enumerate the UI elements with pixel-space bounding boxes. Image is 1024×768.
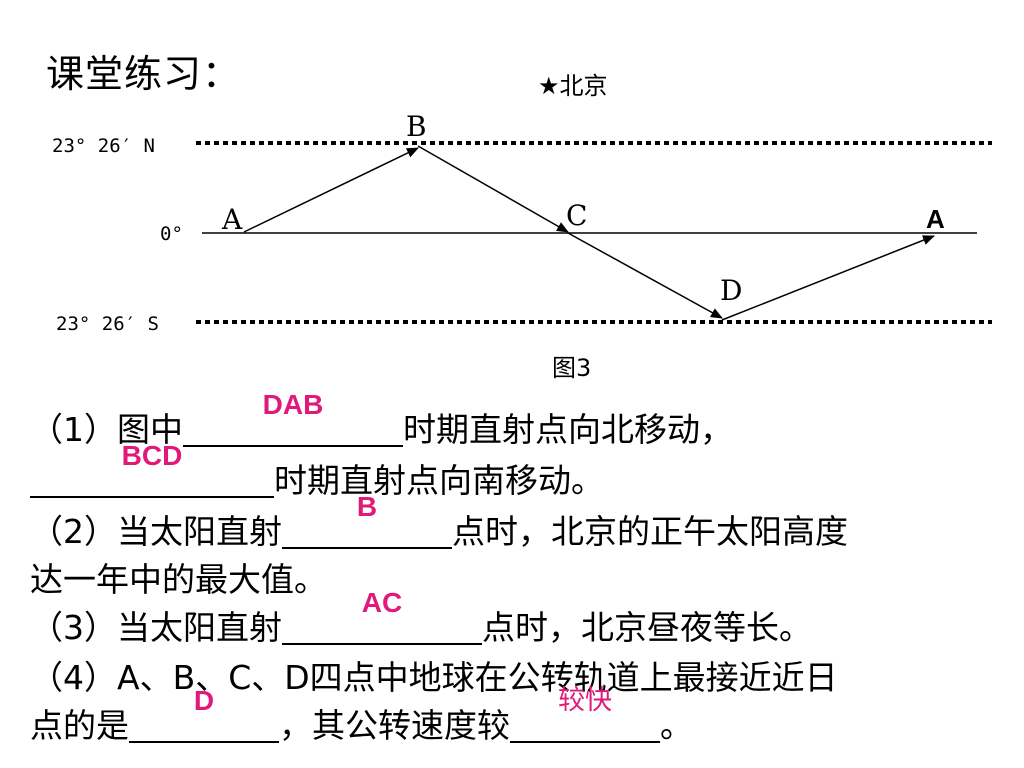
orbit-diagram: ★北京 23° 26′ N 0° 23° 26′ S A B C D A 图3 [52, 72, 992, 382]
point-d-label: D [720, 274, 742, 307]
page-title: 课堂练习： [46, 52, 242, 96]
point-c-label: C [566, 199, 587, 232]
question-1-number: （1） [30, 410, 117, 449]
question-3-text: 当太阳直射 [117, 608, 282, 647]
question-4-text: A、B、C、D四点中地球在公转轨道上最接近近日 [117, 658, 838, 697]
question-1-text: 图中 [117, 410, 183, 449]
answer-2: B [356, 491, 378, 522]
answer-1a: DAB [262, 389, 324, 420]
answer-blank-2[interactable]: B [282, 491, 452, 549]
question-1-text-2: 时期直射点向北移动， [403, 410, 733, 449]
answer-blank-4a[interactable]: D [129, 685, 279, 743]
answer-4b: 较快 [558, 685, 612, 716]
point-a-label: A [221, 203, 243, 236]
answer-blank-1a[interactable]: DAB [183, 389, 403, 447]
lat-north-label: 23° 26′ N [52, 135, 155, 157]
question-2-line-2: 达一年中的最大值。 [30, 554, 327, 606]
path-d-a [721, 235, 935, 321]
point-b-label: B [406, 110, 427, 143]
figure-caption: 图3 [552, 354, 591, 382]
answer-blank-1b[interactable]: BCD [30, 440, 274, 498]
question-2-text: 当太阳直射 [117, 512, 282, 551]
answer-1b: BCD [121, 440, 183, 471]
question-1-text-3: 时期直射点向南移动。 [274, 461, 604, 500]
path-a-b [243, 147, 419, 233]
answer-blank-3[interactable]: AC [282, 587, 482, 645]
question-2-text-2: 点时，北京的正午太阳高度 [452, 512, 848, 551]
question-4-text-4: 。 [660, 706, 693, 745]
question-4-number: （4） [30, 658, 117, 697]
question-2-number: （2） [30, 512, 117, 551]
question-1-line-1: （1）图中 DAB 时期直射点向北移动， [30, 389, 733, 456]
question-4-line-1: （4）A、B、C、D四点中地球在公转轨道上最接近近日 [30, 652, 838, 704]
question-4-text-2: 点的是 [30, 706, 129, 745]
answer-blank-4b[interactable]: 较快 [510, 685, 660, 743]
lat-south-label: 23° 26′ S [56, 313, 159, 335]
beijing-label: ★北京 [538, 72, 608, 100]
question-4-text-3: ，其公转速度较 [279, 706, 510, 745]
equator-label: 0° [160, 223, 183, 245]
question-2-line-1: （2）当太阳直射 B 点时，北京的正午太阳高度 [30, 491, 848, 558]
question-3-number: （3） [30, 608, 117, 647]
question-1-line-2: BCD 时期直射点向南移动。 [30, 440, 604, 507]
point-a2-label: A [926, 204, 945, 234]
question-3: （3）当太阳直射 AC 点时，北京昼夜等长。 [30, 587, 812, 654]
path-b-c [417, 145, 569, 233]
answer-4a: D [193, 685, 215, 716]
question-4-line-2: 点的是 D ，其公转速度较 较快。 [30, 685, 693, 752]
path-c-d [567, 232, 723, 319]
question-2-text-3: 达一年中的最大值。 [30, 560, 327, 599]
answer-3: AC [361, 587, 403, 618]
question-3-text-2: 点时，北京昼夜等长。 [482, 608, 812, 647]
